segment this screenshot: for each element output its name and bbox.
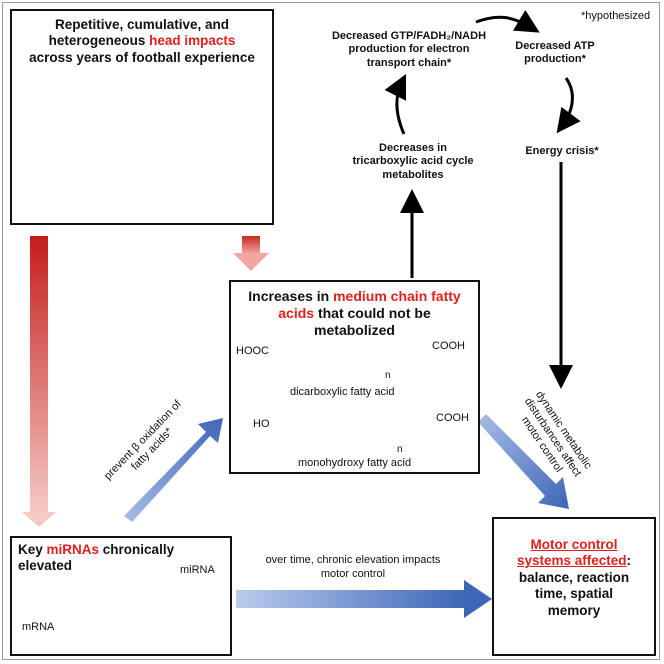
energy-crisis-text: Energy crisis* xyxy=(525,145,599,157)
mirna-title: Key miRNAs chronically elevated xyxy=(18,542,175,574)
mirna-box: Key miRNAs chronically elevated xyxy=(10,536,232,656)
ho-label: HO xyxy=(253,418,270,430)
head-impacts-to-fatty-acids-arrow xyxy=(233,236,269,271)
head-impacts-box: Repetitive, cumulative, and heterogeneou… xyxy=(10,9,274,225)
mirna-label: miRNA xyxy=(180,564,215,576)
subscript-n-2: n xyxy=(397,444,403,455)
mirna-to-motor-arrow xyxy=(236,580,492,618)
mirna-to-fatty-acids-arrow xyxy=(124,418,223,522)
fatty-acids-title: Increases in medium chain fatty acids th… xyxy=(248,288,461,339)
motor-control-text: Motor control systems affected: balance,… xyxy=(516,537,632,618)
head-impacts-to-mirna-arrow xyxy=(22,236,56,527)
cooh-label-1: COOH xyxy=(432,340,465,352)
decreased-atp-text: Decreased ATP production* xyxy=(515,40,595,66)
mrna-label: mRNA xyxy=(22,621,55,633)
head-impacts-line2: heterogeneous head impacts xyxy=(48,33,236,49)
fatty-acids-box: Increases in medium chain fatty acids th… xyxy=(229,280,480,474)
fatty-acids-to-motor-arrow xyxy=(478,414,569,509)
hooc-label: HOOC xyxy=(236,345,269,357)
motor-control-box: Motor control systems affected: balance,… xyxy=(492,517,656,656)
chronic-elevation-label: over time, chronic elevation impacts mot… xyxy=(265,554,441,580)
head-impacts-text: Repetitive, cumulative, and heterogeneou… xyxy=(12,17,272,66)
hypothesized-footnote: *hypothesized xyxy=(581,10,651,22)
tca-cycle-arrows xyxy=(384,9,581,389)
tca-metabolites-text: Decreases in tricarboxylic acid cycle me… xyxy=(352,142,474,181)
cooh-label-2: COOH xyxy=(436,412,469,424)
dicarboxylic-caption: dicarboxylic fatty acid xyxy=(290,386,395,398)
monohydroxy-caption: monohydroxy fatty acid xyxy=(298,457,412,469)
decreased-gtp-text: Decreased GTP/FADH₂/NADH production for … xyxy=(331,30,487,69)
subscript-n-1: n xyxy=(385,370,391,381)
head-impacts-line1: Repetitive, cumulative, and xyxy=(54,17,230,32)
head-impacts-line3: across years of football experience xyxy=(29,49,255,65)
